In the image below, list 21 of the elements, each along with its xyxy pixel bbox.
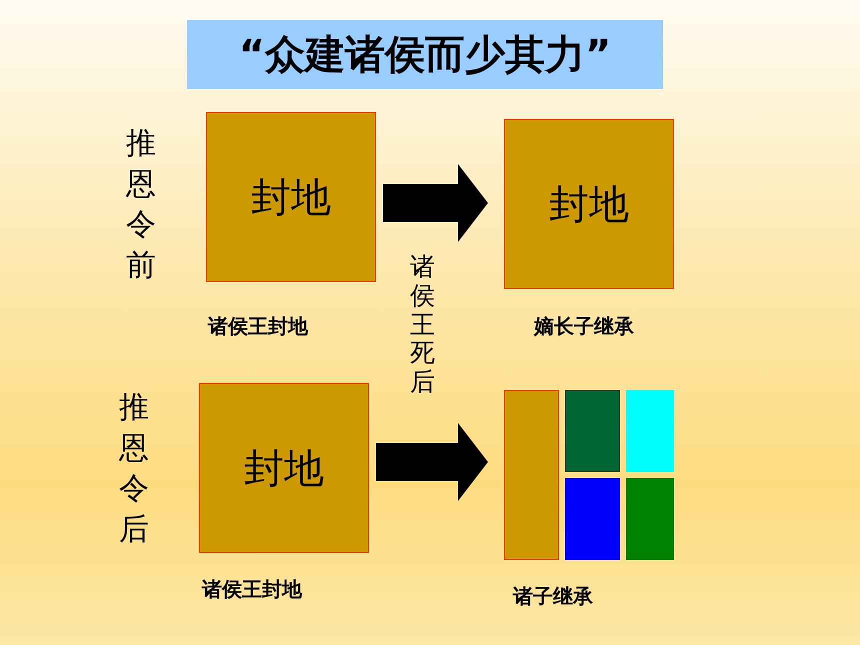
fief-box xyxy=(504,119,674,289)
color-block xyxy=(626,390,674,472)
box-label: 封地 xyxy=(549,180,629,230)
color-block xyxy=(504,390,559,560)
color-block xyxy=(565,390,620,472)
box-label: 封地 xyxy=(251,174,331,222)
node-label: 诸侯王封地 xyxy=(202,576,302,603)
box-label: 封地 xyxy=(244,444,324,494)
block-arrow xyxy=(376,423,488,501)
fief-box xyxy=(199,383,369,553)
color-block xyxy=(626,478,674,560)
caption: 诸子继承 xyxy=(513,583,593,610)
color-block xyxy=(565,478,620,560)
vertical-label: 诸侯王死后 xyxy=(410,253,435,397)
title-banner: “众建诸侯而少其力” xyxy=(187,20,663,89)
fief-box xyxy=(206,112,376,282)
node-label: 嫡长子继承 xyxy=(534,313,634,340)
vertical-label: 推恩令后 xyxy=(119,389,149,548)
block-arrow xyxy=(383,164,488,242)
vertical-label: 推恩令前 xyxy=(126,125,156,284)
node-label: 诸侯王封地 xyxy=(208,313,308,340)
